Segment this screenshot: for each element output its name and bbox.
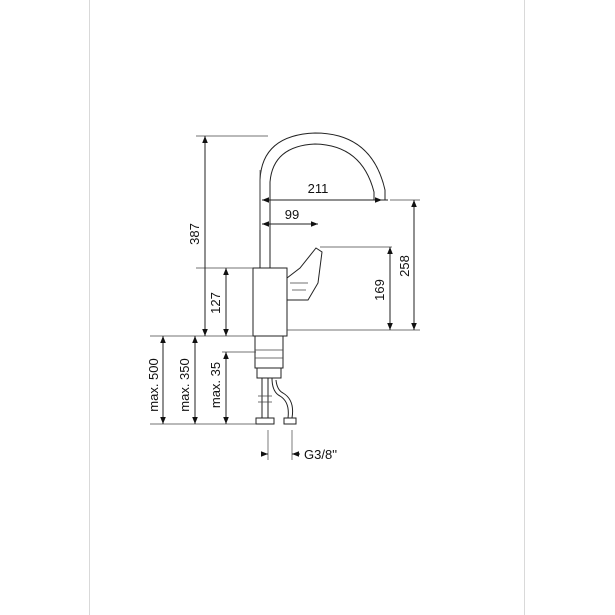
hose-connector <box>255 417 297 425</box>
lever-handle <box>286 247 323 301</box>
label-outlet-height: 169 <box>372 279 387 301</box>
lever-detail <box>290 282 308 291</box>
label-body-height: 127 <box>208 292 223 314</box>
extension-lines <box>150 135 420 460</box>
faucet-outline <box>252 132 388 425</box>
label-max-500: max. 500 <box>146 358 161 411</box>
base-cylinder <box>254 336 284 369</box>
label-spout-height: 258 <box>397 255 412 277</box>
supply-hose-left <box>261 378 269 418</box>
label-max-35: max. 35 <box>208 362 223 408</box>
spout-column <box>259 132 386 268</box>
label-spout-reach: 211 <box>308 181 329 196</box>
label-lever-reach: 99 <box>285 207 299 222</box>
dimension-labels: 387 127 max. 500 max. 350 max. 35 211 99… <box>146 181 412 462</box>
drawing-frame <box>89 0 525 615</box>
dimension-lines <box>160 136 417 457</box>
supply-hose-right <box>271 377 294 419</box>
mounting-shank <box>256 368 282 379</box>
spout-inner <box>269 143 375 268</box>
label-max-350: max. 350 <box>177 358 192 411</box>
mixer-body <box>252 267 288 337</box>
label-connection-thread: G3/8'' <box>304 447 337 462</box>
label-total-height: 387 <box>187 223 202 245</box>
